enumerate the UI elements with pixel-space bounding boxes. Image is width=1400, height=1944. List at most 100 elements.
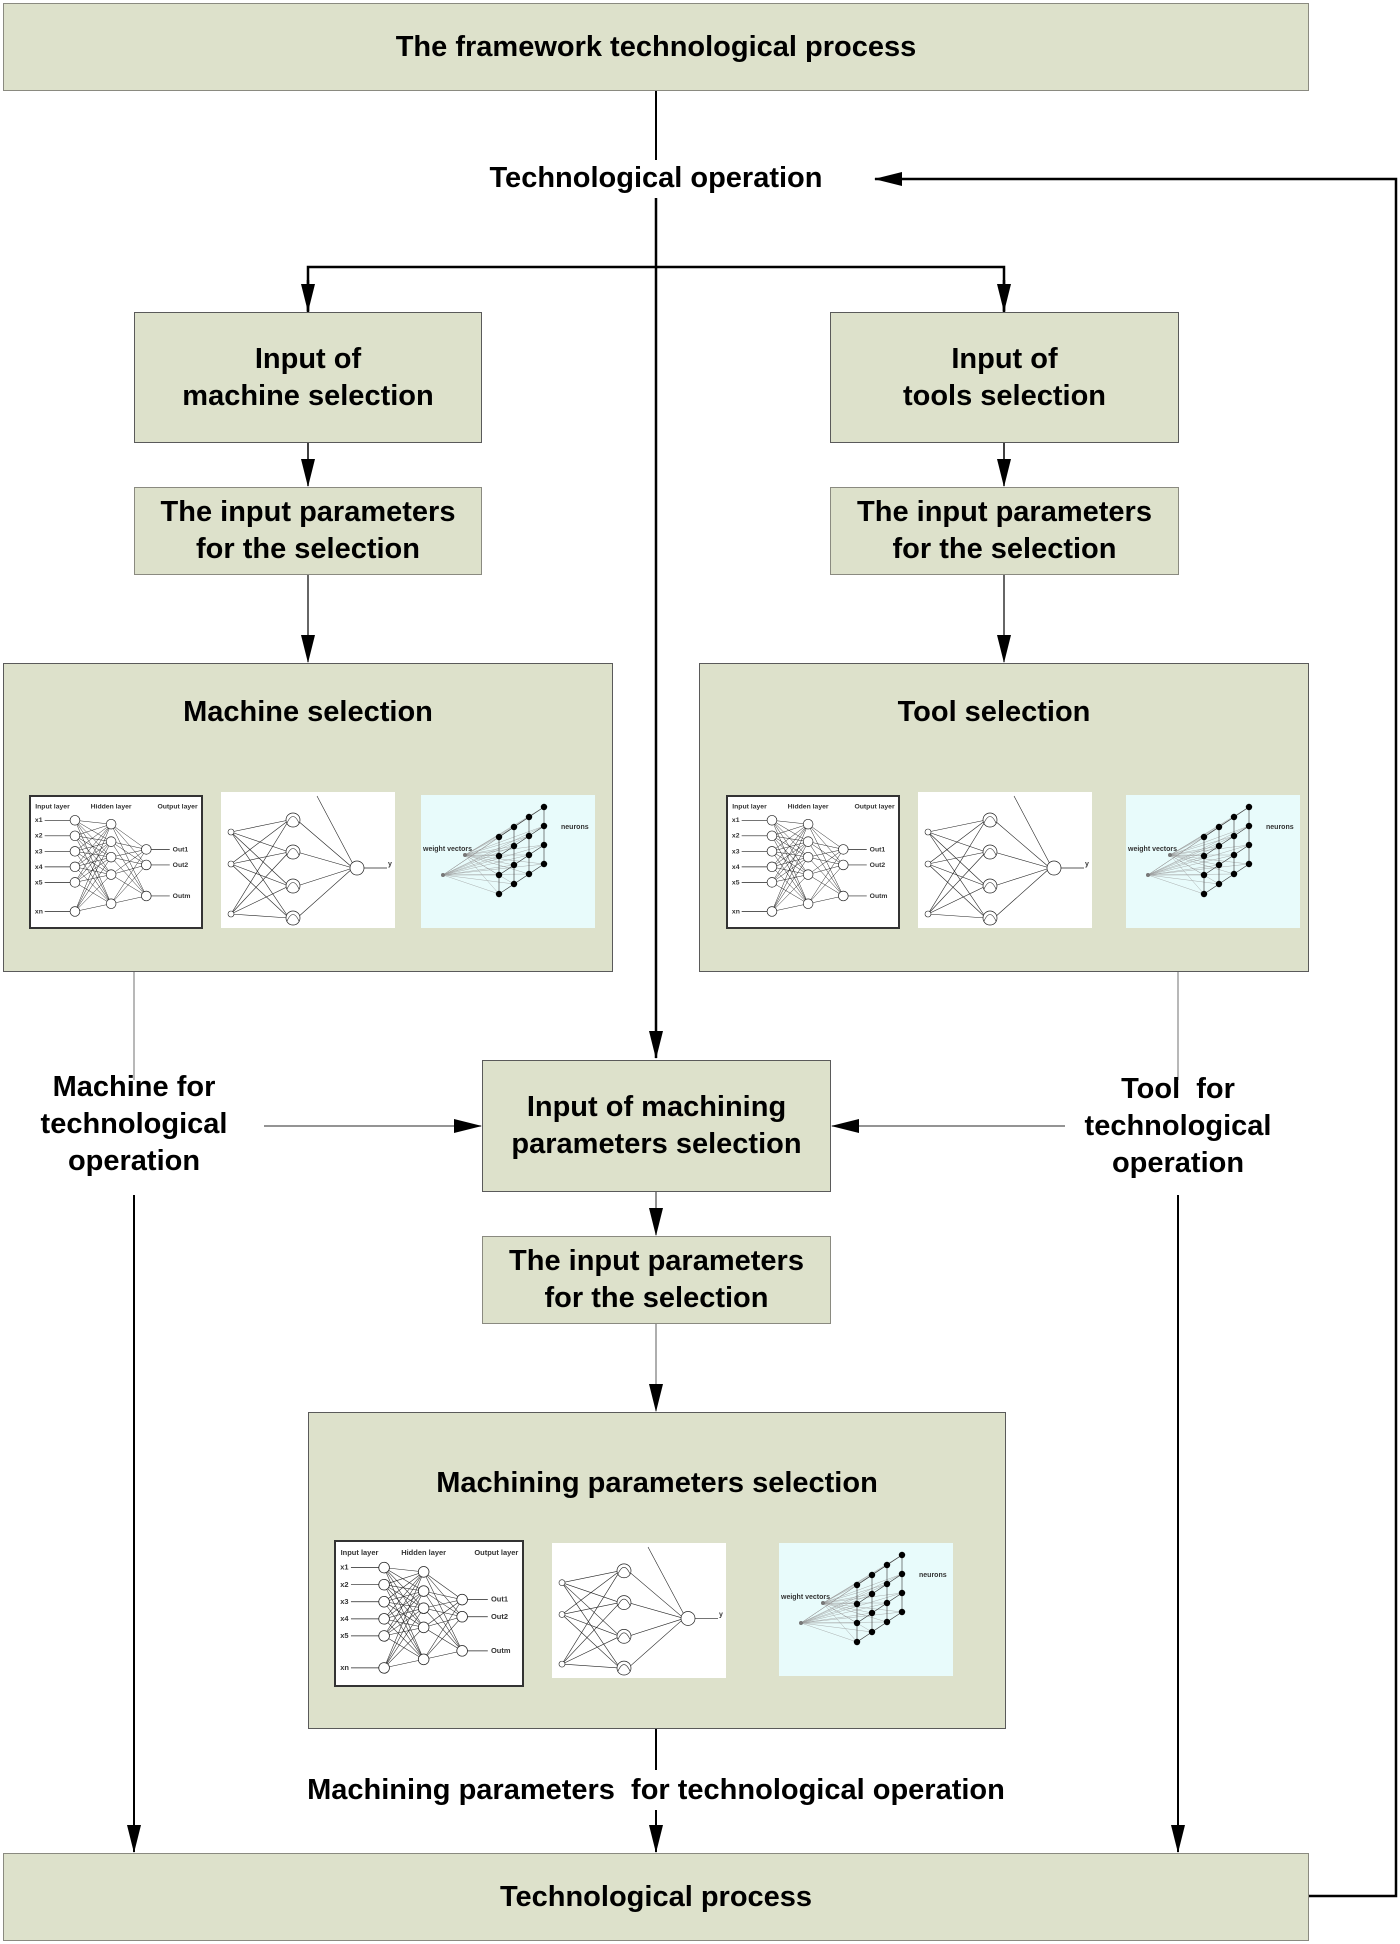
input-node-label: xn bbox=[35, 908, 43, 915]
input-node bbox=[766, 830, 778, 841]
layer-label: Input layer bbox=[341, 1548, 379, 1557]
som-neuron bbox=[510, 823, 518, 831]
input-node-label: x5 bbox=[340, 1631, 348, 1640]
input-node bbox=[378, 1662, 390, 1674]
input-node bbox=[766, 906, 778, 917]
rbf-input-node bbox=[227, 910, 235, 918]
layer-label: Input layer bbox=[732, 804, 767, 811]
input-node bbox=[766, 846, 778, 857]
som-neuron bbox=[510, 842, 518, 850]
layer-label: Hidden layer bbox=[788, 804, 829, 811]
som-neuron bbox=[868, 1571, 876, 1579]
rbf-hidden-node bbox=[616, 1660, 632, 1676]
input-node bbox=[766, 877, 778, 888]
output-node bbox=[456, 1645, 468, 1657]
rbf-input-node bbox=[227, 828, 235, 836]
machining-parameters-output-label: Machining parameters for technological o… bbox=[280, 1772, 1032, 1809]
hidden-node bbox=[417, 1653, 430, 1666]
som-neuron bbox=[510, 880, 518, 888]
som-neuron bbox=[898, 1570, 906, 1578]
som-neuron bbox=[1200, 833, 1208, 841]
som-neuron bbox=[1230, 832, 1238, 840]
machine-for-operation-label: Machine for technological operation bbox=[40, 1071, 228, 1177]
rbf-input-node bbox=[558, 1579, 566, 1586]
som-input bbox=[821, 1601, 825, 1605]
som-neuron bbox=[883, 1580, 891, 1588]
machine-selection-title: Machine selection bbox=[183, 696, 433, 728]
rbf-hidden-node bbox=[285, 910, 301, 926]
technological-process-box: Technological process bbox=[3, 1853, 1309, 1941]
rbf-hidden-node bbox=[982, 878, 998, 894]
input-node bbox=[766, 815, 778, 826]
framework-process-title: The framework technological process bbox=[395, 30, 917, 63]
machining-parameters-selection-box: Machining parameters selection Input lay… bbox=[308, 1412, 1006, 1729]
hidden-node bbox=[417, 1621, 430, 1634]
input-node-label: x4 bbox=[35, 864, 43, 871]
hidden-node bbox=[802, 869, 814, 880]
output-node-label: Out1 bbox=[870, 846, 886, 853]
som-neuron bbox=[1215, 842, 1223, 850]
som-neuron bbox=[1200, 852, 1208, 860]
input-node-label: x3 bbox=[35, 848, 43, 855]
hidden-node bbox=[417, 1566, 430, 1578]
hidden-node bbox=[105, 818, 117, 830]
som-neuron bbox=[540, 841, 548, 849]
som-input bbox=[799, 1621, 803, 1625]
hidden-node bbox=[802, 818, 814, 830]
layer-label: Hidden layer bbox=[91, 804, 132, 811]
som-neuron bbox=[898, 1589, 906, 1597]
input-node-label: x5 bbox=[35, 879, 43, 886]
input-node bbox=[766, 861, 778, 873]
tool-selection-title: Tool selection bbox=[897, 696, 1091, 728]
som-neuron bbox=[1230, 851, 1238, 859]
layer-label: Output layer bbox=[854, 804, 895, 811]
tools-params-box: The input parameters for the selection bbox=[830, 487, 1179, 575]
machine-selection-input-text: Input of machine selection bbox=[182, 342, 434, 412]
layer-label: Input layer bbox=[35, 804, 70, 811]
rbf-hidden-node bbox=[285, 878, 301, 894]
machining-params-box: The input parameters for the selection bbox=[482, 1236, 831, 1324]
hidden-node bbox=[417, 1602, 430, 1614]
output-node bbox=[838, 890, 849, 902]
rbf-hidden-node bbox=[982, 844, 998, 860]
som-neuron bbox=[853, 1638, 861, 1646]
machine-params-box: The input parameters for the selection bbox=[134, 487, 482, 575]
machining-params-input-text: Input of machining parameters selection bbox=[511, 1091, 802, 1160]
som-neuron bbox=[495, 871, 503, 879]
rbf-hidden-node bbox=[285, 812, 301, 828]
output-node-label: Out2 bbox=[491, 1612, 508, 1621]
rbf-input-node bbox=[924, 910, 932, 918]
som-neuron bbox=[1230, 813, 1238, 821]
technological-process-title: Technological process bbox=[499, 1880, 813, 1913]
output-node-label: Out1 bbox=[173, 846, 189, 853]
output-node bbox=[141, 859, 152, 871]
input-node bbox=[69, 906, 81, 917]
som-neuron bbox=[1245, 841, 1253, 849]
input-node bbox=[69, 877, 81, 888]
rbf-input-node bbox=[924, 828, 932, 836]
rbf-hidden-node bbox=[616, 1595, 632, 1610]
input-node-label: x1 bbox=[340, 1563, 348, 1572]
rbf-hidden-node bbox=[616, 1629, 632, 1644]
input-node-label: xn bbox=[340, 1663, 349, 1672]
som-neuron bbox=[525, 813, 533, 821]
output-node-label: Outm bbox=[491, 1646, 511, 1655]
som-neuron bbox=[510, 861, 518, 869]
input-node-label: x2 bbox=[340, 1580, 348, 1589]
input-node bbox=[378, 1613, 390, 1625]
input-node bbox=[69, 861, 81, 873]
som-label: weight vectors bbox=[780, 1594, 830, 1601]
som-neuron bbox=[1200, 871, 1208, 879]
hidden-node bbox=[417, 1585, 430, 1597]
output-node-label: Out2 bbox=[870, 862, 886, 869]
tool-for-operation-label: Tool for technological operation bbox=[1084, 1073, 1272, 1179]
output-node bbox=[456, 1593, 468, 1606]
som-neuron bbox=[540, 822, 548, 830]
som-input bbox=[1168, 853, 1172, 857]
input-node-label: x2 bbox=[35, 833, 43, 840]
output-node bbox=[838, 844, 849, 855]
input-node-label: x1 bbox=[732, 817, 740, 824]
